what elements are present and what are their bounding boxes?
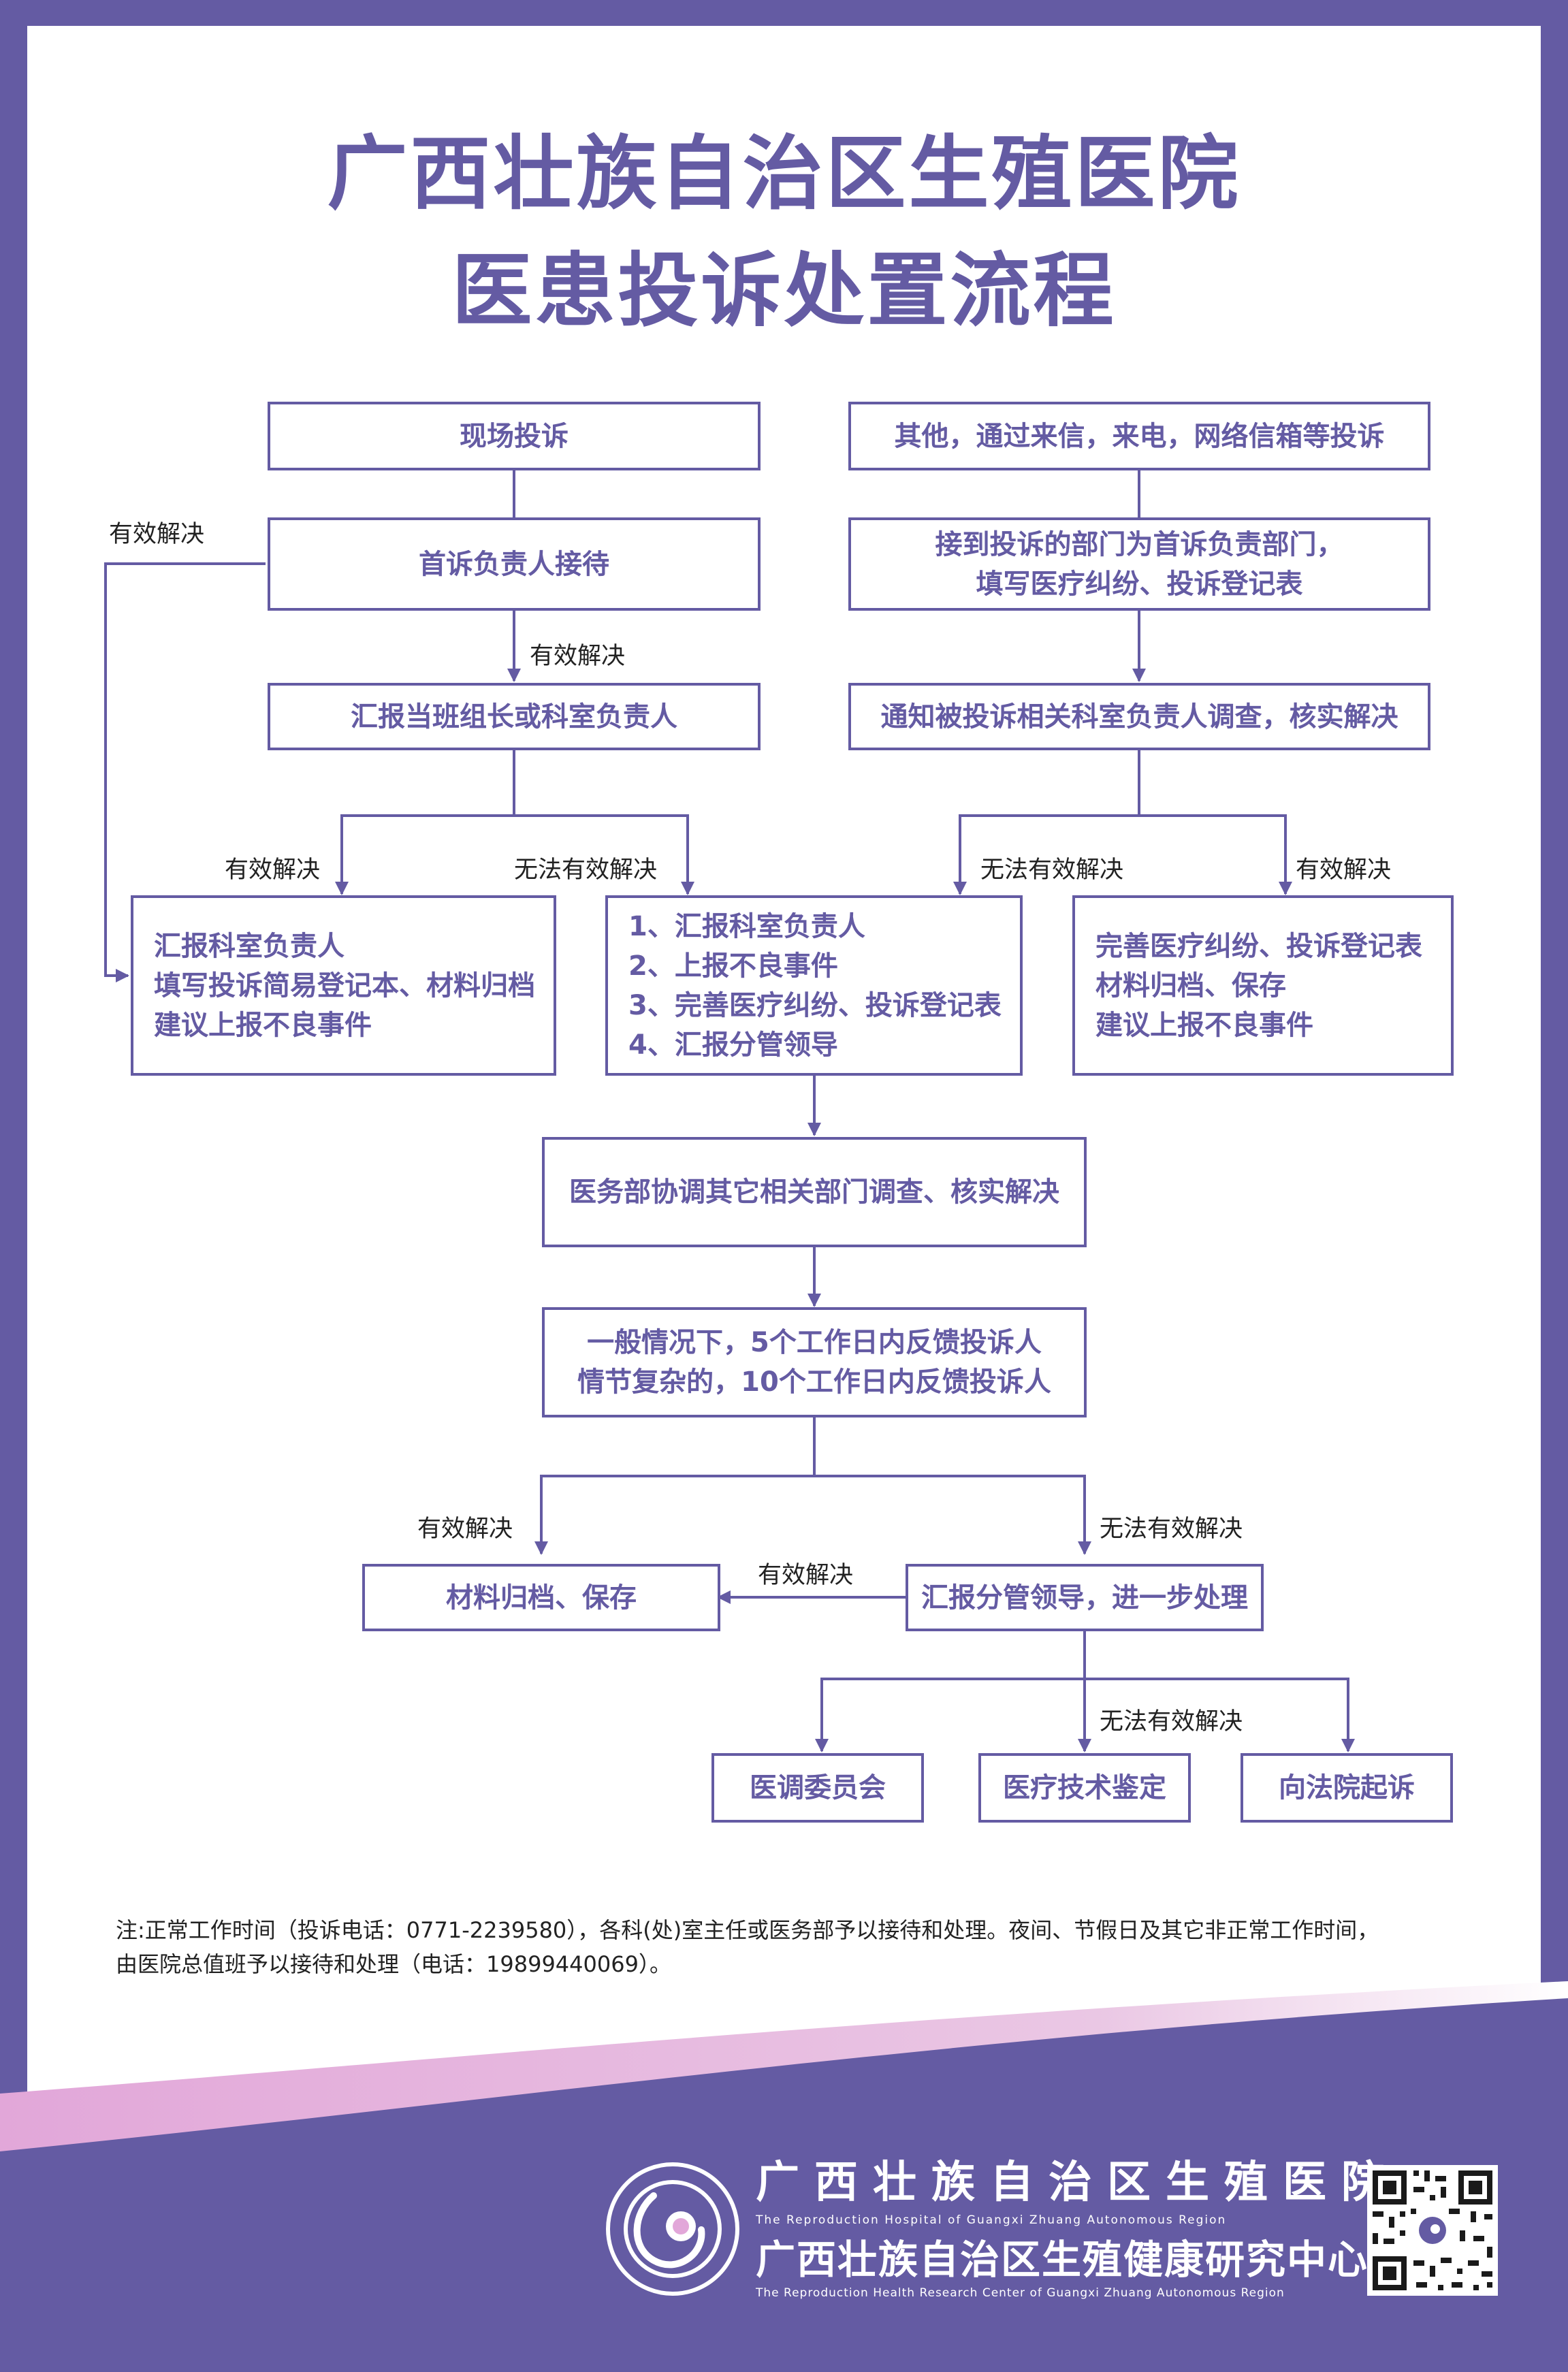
label-effective-left-branch: 有效解决 bbox=[225, 856, 321, 884]
footer-wave-dark bbox=[0, 1998, 1568, 2372]
box-notify-dept: 通知被投诉相关科室负责人调查，核实解决 bbox=[848, 683, 1430, 750]
box-left-result-line-3: 建议上报不良事件 bbox=[154, 1009, 372, 1041]
box-appraisal: 医疗技术鉴定 bbox=[978, 1753, 1191, 1823]
label-ineffective-bottom: 无法有效解决 bbox=[1100, 1708, 1243, 1735]
box-mediation-text: 医调委员会 bbox=[750, 1772, 886, 1804]
label-effective-right-branch: 有效解决 bbox=[1296, 856, 1392, 884]
hospital-logo bbox=[606, 2162, 739, 2296]
box-feedback-line-2: 情节复杂的，10个工作日内反馈投诉人 bbox=[577, 1366, 1051, 1398]
box-right-result-line-1: 完善医疗纠纷、投诉登记表 bbox=[1095, 930, 1422, 962]
label-effective-left-mid: 有效解决 bbox=[530, 643, 626, 670]
label-ineffective-left-branch: 无法有效解决 bbox=[514, 856, 658, 884]
box-appraisal-text: 医疗技术鉴定 bbox=[1003, 1772, 1166, 1804]
box-right-result-line-2: 材料归档、保存 bbox=[1095, 969, 1286, 1001]
box-first-receiver-text: 首诉负责人接待 bbox=[419, 548, 609, 580]
box-right-result-line-3: 建议上报不良事件 bbox=[1095, 1009, 1313, 1041]
title-line-2: 医患投诉处置流程 bbox=[451, 244, 1117, 338]
label-ineffective-lower-right: 无法有效解决 bbox=[1100, 1516, 1243, 1543]
footnote-line-1: 注:正常工作时间（投诉电话：0771-2239580），各科(处)室主任或医务部… bbox=[116, 1917, 1379, 1943]
box-left-result-line-2: 填写投诉简易登记本、材料归档 bbox=[154, 969, 535, 1001]
box-report-supervisor: 汇报分管领导，进一步处理 bbox=[906, 1564, 1264, 1631]
box-court: 向法院起诉 bbox=[1241, 1753, 1453, 1823]
footer-center-name-cn: 广西壮族自治区生殖健康研究中心 bbox=[756, 2237, 1369, 2283]
box-mediation: 医调委员会 bbox=[711, 1753, 924, 1823]
title-line-1: 广西壮族自治区生殖医院 bbox=[327, 127, 1241, 221]
box-report-leader: 汇报当班组长或科室负责人 bbox=[268, 683, 761, 750]
box-feedback-line-1: 一般情况下，5个工作日内反馈投诉人 bbox=[587, 1327, 1042, 1358]
box-mid-result: 1、汇报科室负责人 2、上报不良事件 3、完善医疗纠纷、投诉登记表 4、汇报分管… bbox=[605, 895, 1023, 1076]
box-dept-receive-line-2: 填写医疗纠纷、投诉登记表 bbox=[976, 568, 1303, 600]
box-dept-receive: 接到投诉的部门为首诉负责部门， 填写医疗纠纷、投诉登记表 bbox=[848, 517, 1430, 611]
footer-hospital-name-en: The Reproduction Hospital of Guangxi Zhu… bbox=[756, 2213, 1227, 2227]
box-mid-result-line-4: 4、汇报分管领导 bbox=[628, 1029, 838, 1061]
box-report-supervisor-text: 汇报分管领导，进一步处理 bbox=[921, 1582, 1248, 1614]
box-left-result: 汇报科室负责人 填写投诉简易登记本、材料归档 建议上报不良事件 bbox=[131, 895, 556, 1076]
label-ineffective-right-branch: 无法有效解决 bbox=[980, 856, 1124, 884]
qr-code bbox=[1367, 2165, 1498, 2296]
box-other-complaint: 其他，通过来信，来电，网络信箱等投诉 bbox=[848, 402, 1430, 470]
box-other-text: 其他，通过来信，来电，网络信箱等投诉 bbox=[894, 420, 1385, 452]
footnote-line-2: 由医院总值班予以接待和处理（电话：19899440069）。 bbox=[116, 1951, 671, 1977]
box-feedback: 一般情况下，5个工作日内反馈投诉人 情节复杂的，10个工作日内反馈投诉人 bbox=[542, 1307, 1087, 1417]
box-right-result: 完善医疗纠纷、投诉登记表 材料归档、保存 建议上报不良事件 bbox=[1072, 895, 1454, 1076]
box-archive-text: 材料归档、保存 bbox=[446, 1582, 637, 1614]
box-onsite-complaint: 现场投诉 bbox=[268, 402, 761, 470]
label-effective-lower-left: 有效解决 bbox=[417, 1516, 513, 1543]
box-mid-result-line-1: 1、汇报科室负责人 bbox=[628, 910, 865, 942]
box-court-text: 向法院起诉 bbox=[1279, 1772, 1415, 1804]
box-medical-affairs: 医务部协调其它相关部门调查、核实解决 bbox=[542, 1137, 1087, 1247]
box-dept-receive-line-1: 接到投诉的部门为首诉负责部门， bbox=[935, 528, 1344, 560]
label-effective-left-outer: 有效解决 bbox=[109, 521, 205, 548]
footer-hospital-name-cn: 广西壮族自治区生殖医院 bbox=[756, 2158, 1400, 2208]
connector-feedback-split bbox=[540, 1475, 1086, 1554]
footnote: 注:正常工作时间（投诉电话：0771-2239580），各科(处)室主任或医务部… bbox=[116, 1913, 1477, 1981]
box-left-result-line-1: 汇报科室负责人 bbox=[154, 930, 345, 962]
box-medical-affairs-text: 医务部协调其它相关部门调查、核实解决 bbox=[569, 1176, 1059, 1208]
box-report-leader-text: 汇报当班组长或科室负责人 bbox=[351, 701, 677, 733]
box-mid-result-line-3: 3、完善医疗纠纷、投诉登记表 bbox=[628, 989, 1002, 1021]
label-effective-supervisor: 有效解决 bbox=[758, 1562, 854, 1589]
box-archive: 材料归档、保存 bbox=[362, 1564, 720, 1631]
footer-center-name-en: The Reproduction Health Research Center … bbox=[756, 2286, 1285, 2300]
box-notify-dept-text: 通知被投诉相关科室负责人调查，核实解决 bbox=[880, 701, 1398, 733]
box-first-receiver: 首诉负责人接待 bbox=[268, 517, 761, 611]
box-onsite-text: 现场投诉 bbox=[460, 420, 569, 452]
box-mid-result-line-2: 2、上报不良事件 bbox=[628, 950, 838, 982]
connector-notify-split bbox=[959, 814, 1287, 894]
connector-leader-split bbox=[340, 814, 689, 894]
arrow-receiver-to-left-result bbox=[104, 562, 266, 982]
